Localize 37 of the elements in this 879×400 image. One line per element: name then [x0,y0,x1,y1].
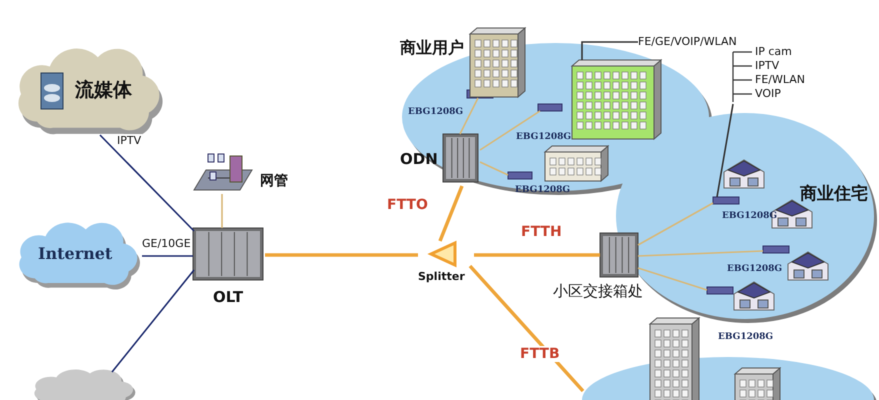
connector-line [480,161,508,176]
connector-line [142,255,193,257]
edge-label: GE/10GE [141,237,192,250]
connector-line [480,110,540,151]
connector-line [111,270,195,372]
model-label: EBG1208G [718,333,774,342]
connector-line [468,264,584,392]
device-label: OLT [213,290,244,305]
connector-line [638,202,714,246]
area-label: 商业用户 [400,40,464,56]
connector-line [638,267,708,291]
service-label: FE/WLAN [755,74,805,85]
connector-line [474,253,600,257]
device-label: Splitter [418,271,465,282]
model-label: EBG1208G [408,108,464,117]
edge-label: IPTV [116,134,142,147]
connector-line [221,194,223,228]
connector-line [438,185,464,242]
connector-line [581,41,638,60]
device-label: 小区交接箱处 [553,284,643,299]
connector-line [99,134,195,232]
edge-label: FTTB [519,346,561,362]
connector-line [638,250,764,257]
service-label: IPTV [755,60,780,71]
connector-line [716,104,734,198]
service-label: IP cam [755,46,792,57]
connector-line [459,98,479,134]
service-label: FE/GE/VOIP/WLAN [638,36,737,47]
model-label: EBG1208G [516,133,572,142]
service-label: VOIP [755,88,781,99]
device-label: 网管 [260,174,288,188]
model-label: EBG1208G [727,265,782,274]
model-label: EBG1208G [515,186,570,195]
cloud-label: 流媒体 [75,81,132,100]
connector-line [265,253,418,257]
area-label: 商业住宅 [800,186,868,203]
cloud-label: Internet [38,246,112,262]
